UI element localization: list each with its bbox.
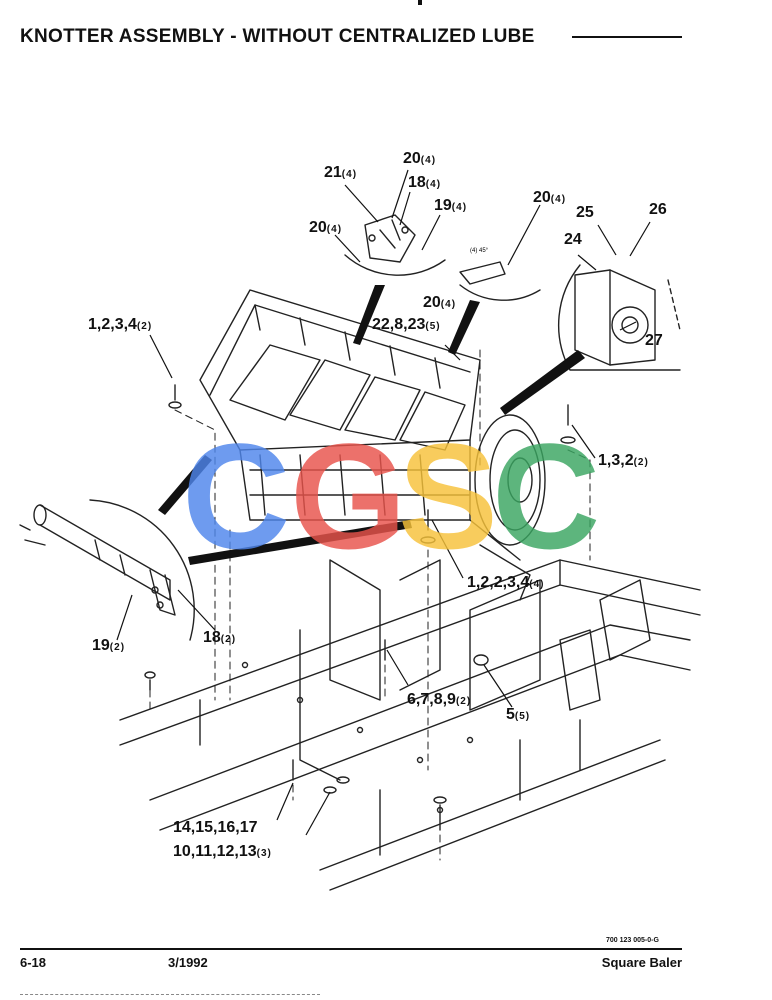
detail-angle-note: (4) 45° — [470, 248, 489, 254]
callout-5: 5(5) — [506, 706, 531, 723]
callout-22-8-23: 22,8,23(5) — [372, 316, 441, 333]
callout-20-top: 20(4) — [403, 150, 437, 167]
drive-gear — [469, 414, 546, 601]
detail-leaders — [158, 285, 585, 565]
callout-1-2-3-4: 1,2,3,4(2) — [88, 316, 153, 333]
watermark-letter-c2: C — [492, 412, 600, 580]
frame-rails — [119, 559, 701, 891]
figure-id: 700 123 005-0-G — [606, 937, 659, 944]
page-number: 6-18 — [20, 955, 47, 970]
footer-rule — [20, 948, 682, 950]
knotter-detail — [344, 214, 541, 301]
callout-25: 25 — [576, 204, 594, 221]
callout-20-left: 20(4) — [309, 219, 343, 236]
callout-arrows — [116, 169, 651, 836]
callout-6-7-8-9: 6,7,8,9(2) — [407, 691, 472, 708]
title-rule — [572, 36, 682, 38]
callout-20-middle: 20(4) — [423, 294, 457, 311]
product-name: Square Baler — [601, 955, 682, 970]
callout-10-11-12-13: 10,11,12,13(3) — [173, 843, 272, 860]
callout-20-right: 20(4) — [533, 189, 567, 206]
watermark-letter-g: G — [290, 412, 407, 580]
callout-1-2-2-3-4: 1,2,2,3,4(4) — [467, 574, 545, 591]
callout-26: 26 — [649, 201, 667, 218]
revision-date: 3/1992 — [168, 955, 208, 970]
fastener-stacks — [144, 384, 576, 831]
callout-19-top: 19(4) — [434, 197, 468, 214]
knotter-frame — [199, 289, 481, 521]
watermark-letter-c1: C — [182, 412, 290, 580]
page-title: KNOTTER ASSEMBLY - WITHOUT CENTRALIZED L… — [20, 26, 535, 47]
callout-1-3-2: 1,3,2(2) — [598, 452, 649, 469]
callout-21: 21(4) — [324, 164, 358, 181]
callout-14-15-16-17: 14,15,16,17 — [173, 819, 258, 836]
callout-19-lower: 19(2) — [92, 637, 126, 654]
callout-27: 27 — [645, 332, 663, 349]
callout-24: 24 — [564, 231, 582, 248]
support-plates — [299, 559, 541, 781]
watermark: C G S C — [182, 412, 600, 580]
shaft-detail — [19, 499, 195, 641]
callout-18-lower: 18(2) — [203, 629, 237, 646]
top-edge-mark — [418, 0, 422, 5]
callout-18-top: 18(4) — [408, 174, 442, 191]
watermark-letter-s: S — [398, 412, 498, 580]
bottom-edge-mark — [20, 994, 320, 995]
